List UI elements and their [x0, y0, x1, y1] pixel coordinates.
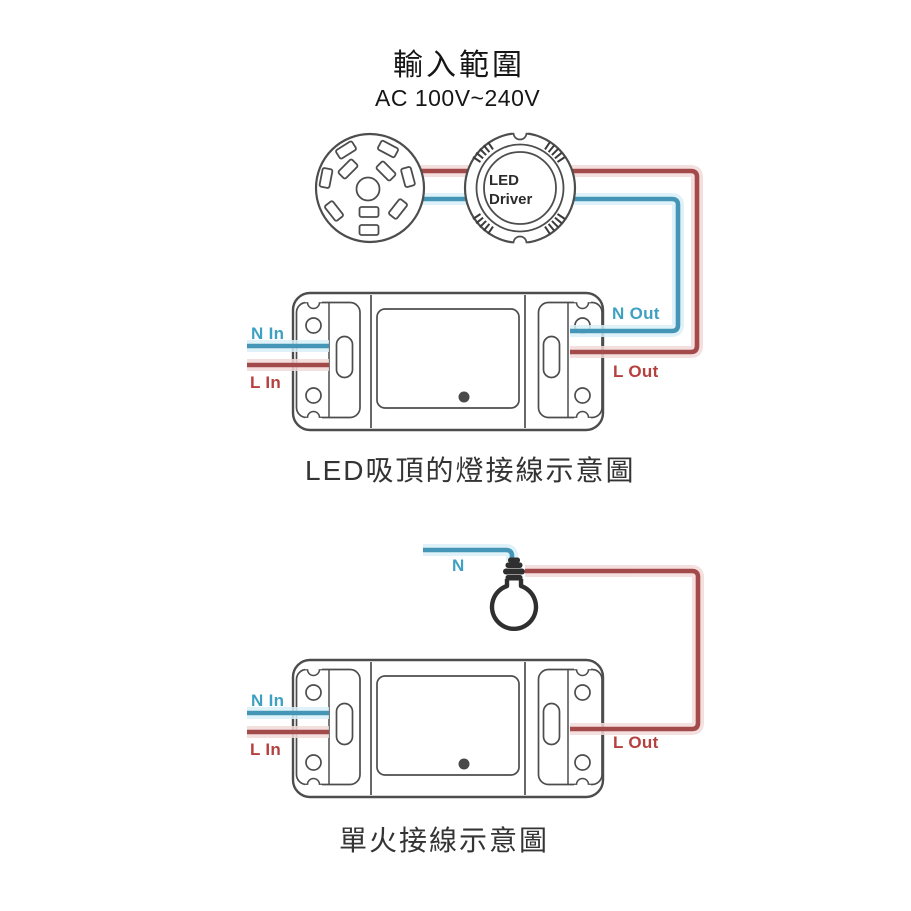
page-title: 輸入範圍	[393, 49, 525, 82]
led-driver-label-line2: Driver	[489, 191, 533, 208]
wires-top	[247, 165, 703, 371]
live-wire-top	[368, 168, 700, 355]
n-out-label-top: N Out	[612, 304, 660, 323]
led-driver-label: LED Driver	[489, 171, 532, 209]
light-bulb-icon	[489, 557, 539, 632]
l-in-label-top: L In	[250, 373, 282, 392]
l-out-label-bottom: L Out	[613, 733, 659, 752]
led-module	[314, 132, 426, 244]
bottom-diagram-caption: 單火接線示意圖	[339, 825, 550, 856]
neutral-wire-top	[368, 196, 681, 334]
neutral-label-bulb: N	[452, 556, 465, 575]
n-in-label-bottom: N In	[251, 691, 285, 710]
neutral-wire-bulb	[423, 547, 515, 562]
top-diagram-caption: LED吸頂的燈接線示意圖	[305, 455, 636, 486]
led-driver	[463, 125, 577, 252]
smart-switch-top	[291, 291, 605, 432]
wires-bottom	[247, 544, 704, 738]
input-range-value: AC 100V~240V	[375, 85, 541, 111]
driver-hatch-marks	[472, 141, 566, 235]
n-in-label-top: N In	[251, 324, 285, 343]
l-in-label-bottom: L In	[250, 740, 282, 759]
led-driver-label-line1: LED	[489, 172, 519, 189]
l-out-label-top: L Out	[613, 362, 659, 381]
live-wire-bulb	[525, 568, 701, 732]
smart-switch-bottom	[291, 658, 605, 799]
